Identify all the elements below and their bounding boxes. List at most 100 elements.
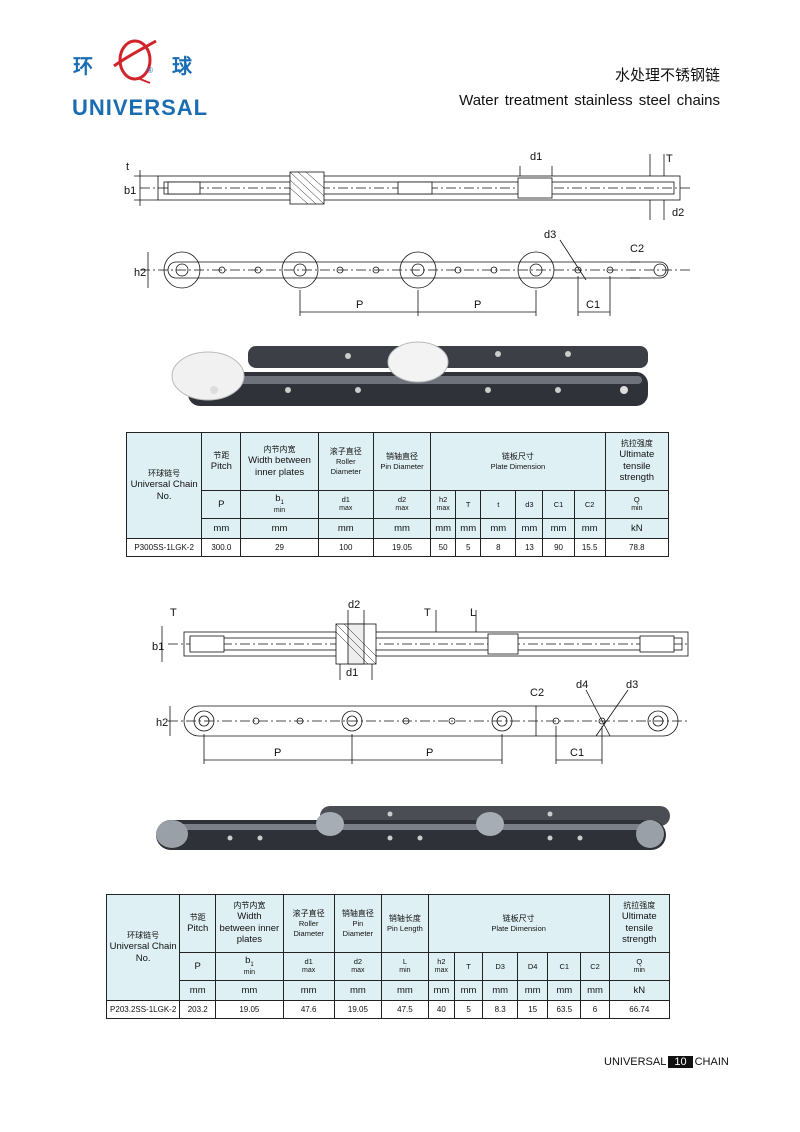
t1-sym-d3: d3 [515,490,544,519]
footer-left: UNIVERSAL [604,1056,667,1068]
globe-logo-icon [113,39,157,84]
dim-T-mid: T [424,607,431,619]
t1-sym-C2: C2 [573,490,606,519]
t1-cell: 90 [542,538,575,557]
t2-cell: 40 [427,1000,456,1019]
t2-unit: mm [454,980,484,1001]
table-row: P203.2SS-1LGK-2 203.2 19.05 47.6 19.05 4… [105,1000,671,1019]
dim-b1: b1 [152,641,164,653]
t2-sym-P: P [179,952,217,981]
dim-b1: b1 [124,185,136,197]
t1-cell: 15.5 [573,538,606,557]
t2-sym-D3: D3 [482,952,519,981]
t1-cell: 78.8 [604,538,670,557]
logo-cn-left: 环 [73,54,95,78]
t1-unit: mm [542,518,575,539]
dim-P2: P [474,299,481,311]
t1-unit: mm [201,518,242,539]
page-title-cn: 水处理不锈钢链 [614,66,720,84]
logo-en: UNIVERSAL [72,95,209,120]
dim-h2: h2 [156,717,168,729]
t2-unit: mm [333,980,383,1001]
logo-cn-right: 球 [172,54,194,78]
dim-h2: h2 [134,267,146,279]
t2-unit: mm [282,980,335,1001]
dim-t: t [126,161,129,173]
t2-unit: kN [608,980,671,1001]
t1-unit: mm [573,518,606,539]
t2-sym-T: T [454,952,484,981]
dim-d2: d2 [672,207,684,219]
t1-unit: mm [430,518,457,539]
t2-unit: mm [482,980,519,1001]
footer-right: CHAIN [694,1056,729,1068]
dim-P1: P [274,747,281,759]
dim-T-left: T [170,607,177,619]
t1-unit: mm [317,518,374,539]
chain-photo-1 [171,341,648,406]
t1-cell: 8 [480,538,517,557]
dim-d2: d2 [348,599,360,611]
t2-sym-C1: C1 [547,952,582,981]
t2-cell: 19.05 [215,1000,284,1019]
dim-C2: C2 [530,687,544,699]
page-title-en: Water treatment stainless steel chains [459,92,720,109]
t1-unit: mm [480,518,517,539]
t2-cell: 8.3 [482,1000,519,1019]
t1-cell: 100 [317,538,374,557]
t2-unit: mm [215,980,284,1001]
t2-unit: mm [517,980,549,1001]
table-row: P300SS-1LGK-2 300.0 29 100 19.05 50 5 8 … [125,538,670,557]
t1-cell: 50 [430,538,457,557]
dim-C1: C1 [586,299,600,311]
t2-cell: 63.5 [547,1000,582,1019]
t1-sym-P: P [201,490,242,519]
t2-cell: 15 [517,1000,549,1019]
dim-L: L [470,607,476,619]
t2-unit: mm [381,980,429,1001]
dim-P1: P [356,299,363,311]
t2-cell: 19.05 [333,1000,383,1019]
t1-cell: 29 [240,538,319,557]
t1-cell: 5 [455,538,482,557]
t1-unit: kN [604,518,670,539]
dim-d1: d1 [346,667,358,679]
t1-unit: mm [240,518,319,539]
dim-d4: d4 [576,679,588,691]
t2-cell: 203.2 [179,1000,217,1019]
t2-sym-D4: D4 [517,952,549,981]
page-number: 10 [668,1056,693,1068]
t2-cell: 5 [454,1000,484,1019]
dim-d3: d3 [544,229,556,241]
registered-mark: ® [147,66,153,75]
t2-cell: P203.2SS-1LGK-2 [105,1000,181,1019]
chain-drawing-2: d2 T b1 T L d1 C2 d4 d3 h2 P P C1 [152,599,690,764]
t2-unit: mm [580,980,610,1001]
dim-T: T [666,153,673,165]
t1-sym-C1: C1 [542,490,575,519]
